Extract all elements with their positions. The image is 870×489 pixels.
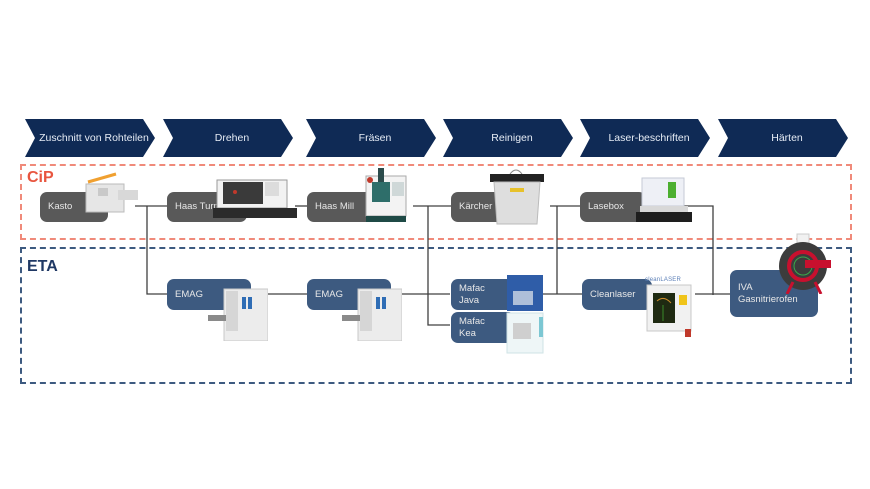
chevron-shape bbox=[306, 119, 436, 157]
node-label: Haas Mill bbox=[315, 201, 355, 212]
kasto-saw-machine-icon bbox=[85, 172, 138, 213]
cleanlaser-machine: cleanLASER bbox=[645, 277, 697, 339]
eta-zone-label: ETA bbox=[27, 258, 58, 275]
node-mafac-kea[interactable]: Mafac Kea bbox=[451, 312, 515, 343]
node-lasebox[interactable]: Lasebox bbox=[580, 192, 646, 222]
step-fraesen: Fräsen bbox=[306, 119, 436, 157]
node-label: Kärcher bbox=[459, 201, 493, 212]
step-laserbeschriften: Laser-beschriften bbox=[580, 119, 710, 157]
lasebox-marker-icon bbox=[636, 177, 692, 222]
node-label: Lasebox bbox=[588, 201, 624, 212]
haas-mill-icon bbox=[365, 168, 407, 222]
step-label: Laser-beschriften bbox=[608, 132, 690, 144]
line-mill-mafac-kea bbox=[427, 206, 450, 326]
haas-lathe-icon bbox=[213, 179, 297, 218]
step-zuschnitt: Zuschnitt von Rohteilen bbox=[25, 119, 155, 157]
step-label: Zuschnitt von Rohteilen bbox=[39, 132, 149, 144]
node-cleanlaser[interactable]: Cleanlaser bbox=[582, 279, 652, 310]
node-label: EMAG bbox=[315, 288, 343, 300]
chevron-shape bbox=[580, 119, 710, 157]
chevron-shape bbox=[718, 119, 848, 157]
step-label: Drehen bbox=[214, 132, 250, 144]
node-label: EMAG bbox=[175, 288, 203, 300]
step-label: Reinigen bbox=[491, 132, 533, 144]
iva-furnace-icon bbox=[779, 233, 831, 294]
step-label: Fräsen bbox=[358, 132, 392, 144]
chevron-shape bbox=[163, 119, 293, 157]
chevron-shape bbox=[443, 119, 573, 157]
step-haerten: Härten bbox=[718, 119, 848, 157]
node-label: Mafac Kea bbox=[459, 315, 485, 339]
node-mafac-java[interactable]: Mafac Java bbox=[451, 279, 515, 310]
chevron-shape bbox=[25, 119, 155, 157]
cip-zone-border bbox=[20, 164, 852, 240]
line-lasebox-iva bbox=[680, 205, 714, 295]
node-label: IVA Gasnitrierofen bbox=[738, 281, 798, 305]
node-label: Cleanlaser bbox=[590, 288, 636, 300]
kaercher-washer-icon bbox=[490, 169, 544, 225]
eta-zone-border bbox=[20, 247, 852, 384]
emag-machine-icon bbox=[342, 288, 402, 341]
line-kasto-emag bbox=[146, 206, 168, 295]
step-label: Härten bbox=[771, 132, 803, 144]
step-drehen: Drehen bbox=[163, 119, 293, 157]
node-label: Mafac Java bbox=[459, 282, 485, 306]
node-label: Haas Turn bbox=[175, 201, 219, 212]
cleanlaser-unit-icon bbox=[646, 284, 692, 337]
cip-zone-label: CiP bbox=[27, 169, 54, 186]
emag-machine-icon bbox=[208, 288, 268, 341]
step-reinigen: Reinigen bbox=[443, 119, 573, 157]
node-label: Kasto bbox=[48, 201, 73, 212]
mafac-washer-icon bbox=[506, 275, 544, 354]
node-iva-gasnitrierofen[interactable]: IVA Gasnitrierofen bbox=[730, 270, 818, 317]
cleanlaser-logo: cleanLASER bbox=[645, 277, 682, 283]
